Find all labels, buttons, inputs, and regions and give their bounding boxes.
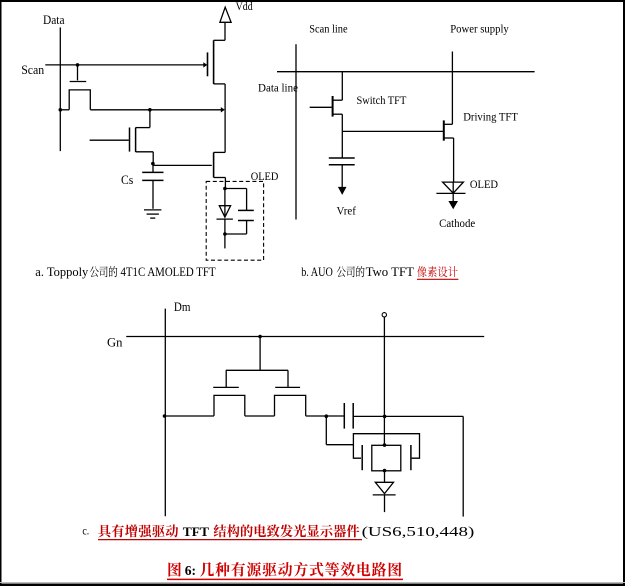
- svg-text:Vref: Vref: [337, 204, 356, 218]
- svg-text:6:: 6:: [185, 564, 196, 579]
- svg-text:Data: Data: [43, 12, 65, 27]
- svg-text:Cathode: Cathode: [439, 216, 475, 230]
- svg-text:b. AUO: b. AUO: [301, 264, 333, 279]
- svg-text:a. Toppoly: a. Toppoly: [35, 264, 88, 279]
- svg-text:OLED: OLED: [251, 171, 279, 183]
- svg-text:Driving TFT: Driving TFT: [463, 109, 518, 123]
- svg-text:Vdd: Vdd: [236, 1, 253, 13]
- svg-text:Gn: Gn: [107, 336, 123, 350]
- svg-text:Scan: Scan: [21, 62, 44, 77]
- svg-text:Switch TFT: Switch TFT: [357, 93, 407, 107]
- svg-text:c.: c.: [82, 523, 89, 537]
- svg-text:OLED: OLED: [470, 177, 498, 191]
- svg-text:Scan line: Scan line: [309, 22, 347, 36]
- svg-text:Cs: Cs: [121, 172, 133, 187]
- svg-text:(US6,510,448): (US6,510,448): [362, 524, 475, 539]
- svg-text:Power supply: Power supply: [450, 22, 509, 36]
- svg-text:TFT: TFT: [183, 524, 210, 539]
- svg-text:Two TFT: Two TFT: [366, 264, 414, 279]
- svg-text:4T1C AMOLED TFT: 4T1C AMOLED TFT: [121, 264, 216, 279]
- svg-text:Data line: Data line: [258, 81, 298, 95]
- svg-text:Dm: Dm: [174, 300, 191, 314]
